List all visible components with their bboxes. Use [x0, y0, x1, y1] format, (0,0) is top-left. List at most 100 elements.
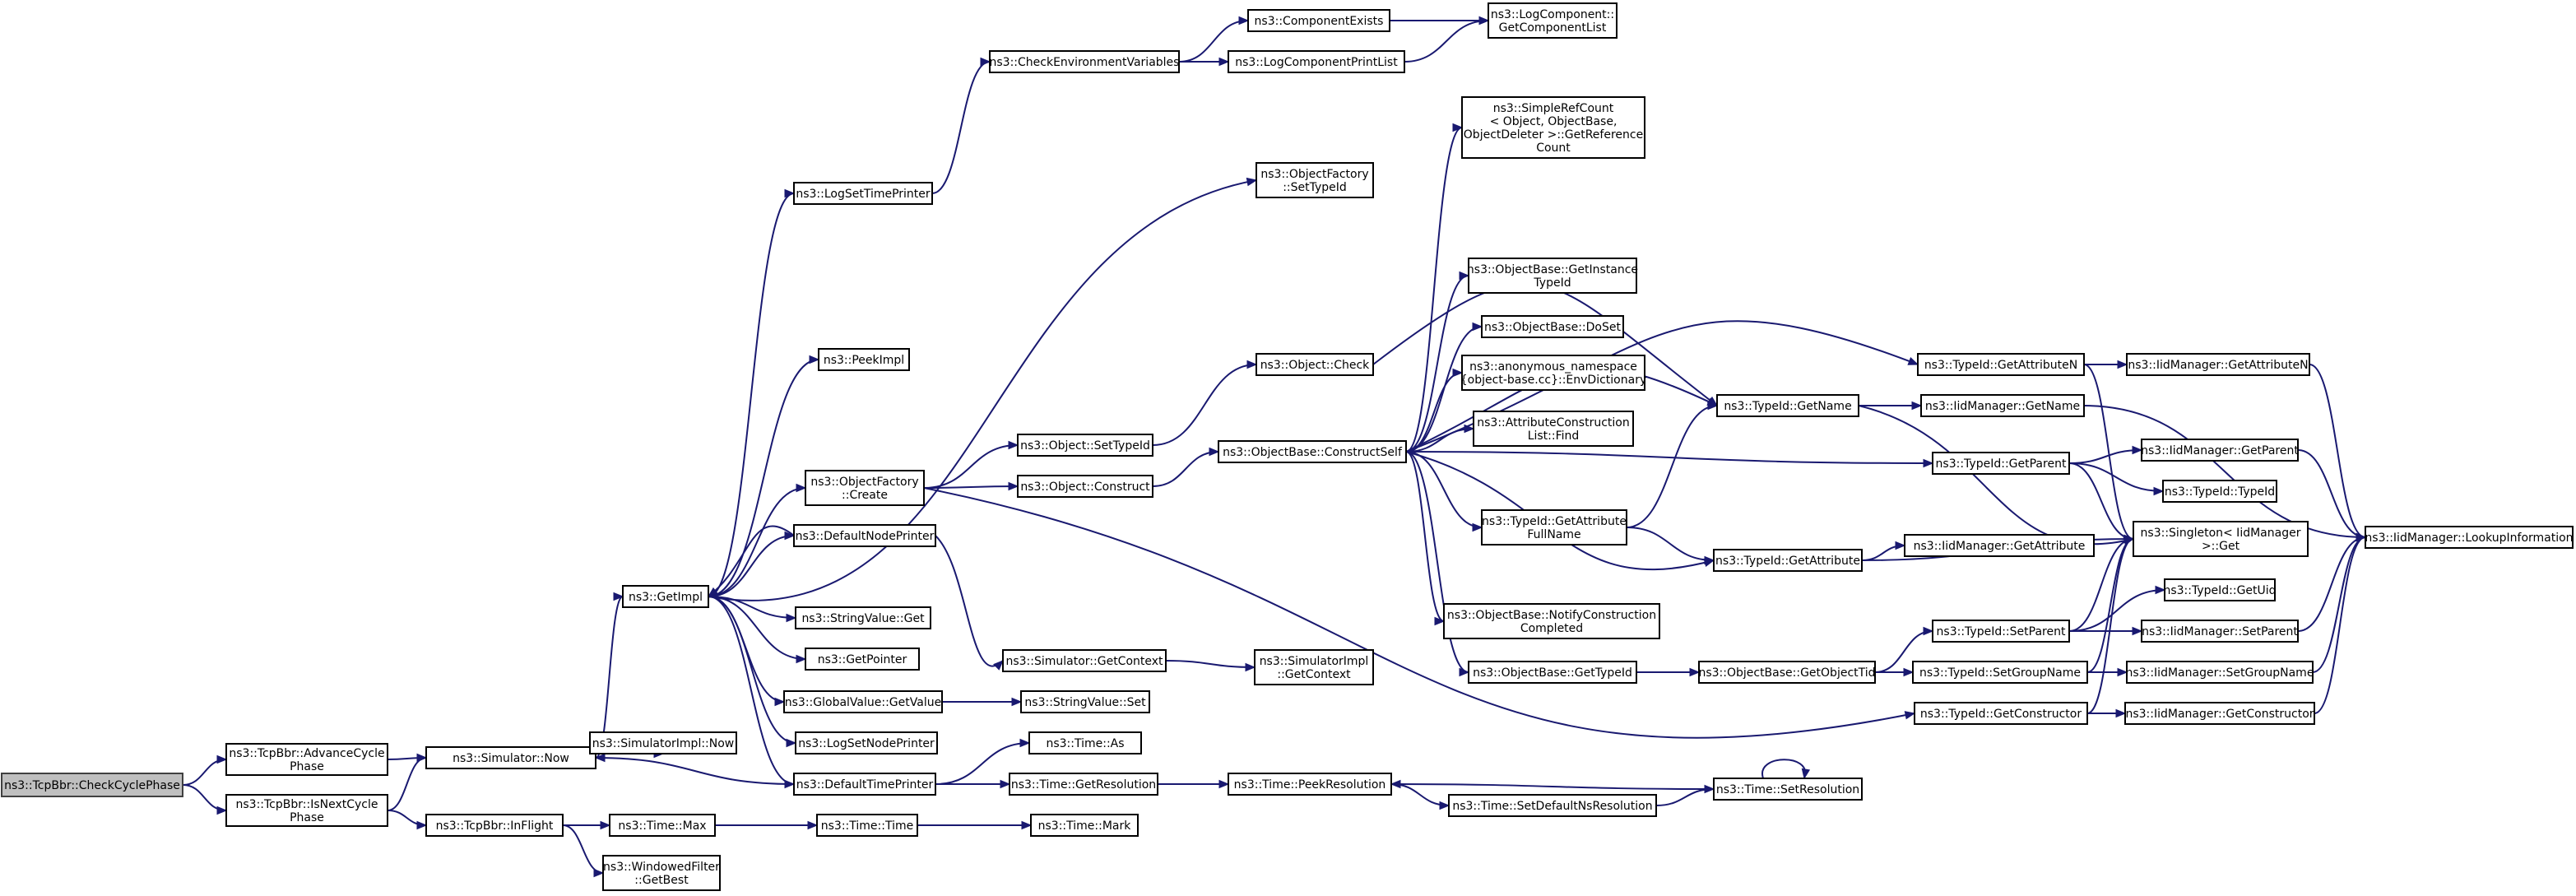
node-anonenv[interactable]: ns3::anonymous_namespace{object-base.cc}… [1460, 355, 1646, 391]
node-box [793, 182, 933, 205]
node-objfsettypeid[interactable]: ns3::ObjectFactory::SetTypeId [1256, 162, 1374, 198]
node-simgetctx[interactable]: ns3::Simulator::GetContext [1002, 649, 1167, 672]
node-logsetnode[interactable]: ns3::LogSetNodePrinter [795, 731, 938, 754]
node-tidgetparent[interactable]: ns3::TypeId::GetParent [1932, 452, 2070, 475]
node-box [1448, 794, 1657, 817]
node-timetime[interactable]: ns3::Time::Time [816, 814, 918, 837]
node-peekimpl[interactable]: ns3::PeekImpl [818, 348, 910, 371]
node-iidgetattrn[interactable]: ns3::IidManager::GetAttributeN [2126, 353, 2310, 376]
node-label: ns3::TypeId::GetName [1724, 400, 1851, 413]
node-iidsetparent[interactable]: ns3::IidManager::SetParent [2141, 620, 2299, 643]
edge-getimpl-to-objfsettypeid [708, 177, 1258, 601]
node-logcompprint[interactable]: ns3::LogComponentPrintList [1228, 50, 1405, 73]
node-iidlookup[interactable]: ns3::IidManager::LookupInformation [2365, 526, 2574, 549]
node-singleton[interactable]: ns3::Singleton< IidManager >::Get [2133, 521, 2309, 557]
node-label: ns3::Object::Check [1260, 359, 1370, 372]
node-getimpl[interactable]: ns3::GetImpl [622, 585, 709, 608]
node-timemark[interactable]: ns3::Time::Mark [1030, 814, 1139, 837]
node-defnode[interactable]: ns3::DefaultNodePrinter [793, 524, 936, 547]
node-strget[interactable]: ns3::StringValue::Get [795, 606, 931, 629]
node-timeas[interactable]: ns3::Time::As [1028, 731, 1142, 754]
node-simplerefcount[interactable]: ns3::SimpleRefCount< Object, ObjectBase,… [1461, 96, 1645, 159]
edge-line [1152, 451, 1219, 487]
edge-arrowhead [796, 483, 807, 493]
node-timegetres[interactable]: ns3::Time::GetResolution [1009, 773, 1158, 796]
node-inflight[interactable]: ns3::TcpBbr::InFlight [425, 814, 564, 837]
node-timesetres[interactable]: ns3::Time::SetResolution [1713, 778, 1863, 801]
node-obdoset[interactable]: ns3::ObjectBase::DoSet [1481, 315, 1624, 338]
node-tidsetgroup[interactable]: ns3::TypeId::SetGroupName [1912, 661, 2088, 684]
edge-obgettypeid-to-obgetobjtid [1636, 667, 1701, 677]
node-objconstruct[interactable]: ns3::Object::Construct [1017, 475, 1153, 498]
node-iidgetattr[interactable]: ns3::IidManager::GetAttribute [1904, 534, 2095, 557]
node-iidgetctor[interactable]: ns3::IidManager::GetConstructor [2124, 702, 2315, 725]
node-objfcreate[interactable]: ns3::ObjectFactory::Create [805, 470, 925, 506]
node-simimplnow[interactable]: ns3::SimulatorImpl::Now [589, 731, 737, 754]
edge-tidgetname-to-singleton [1858, 405, 2135, 545]
edge-arrowhead [1923, 458, 1934, 468]
node-deftime[interactable]: ns3::DefaultTimePrinter [793, 773, 936, 796]
node-iidsetgroup[interactable]: ns3::IidManager::SetGroupName [2126, 661, 2314, 684]
node-checkenv[interactable]: ns3::CheckEnvironmentVariables [989, 50, 1180, 73]
node-gvget[interactable]: ns3::GlobalValue::GetValue [783, 690, 943, 713]
node-tidgetattrn[interactable]: ns3::TypeId::GetAttributeN [1917, 353, 2085, 376]
node-obconstructself[interactable]: ns3::ObjectBase::ConstructSelf [1218, 440, 1407, 463]
edge-isnext-to-simnow [387, 753, 428, 811]
node-strset[interactable]: ns3::StringValue::Set [1020, 690, 1150, 713]
node-timemax[interactable]: ns3::Time::Max [609, 814, 716, 837]
node-simnow[interactable]: ns3::Simulator::Now [425, 746, 596, 769]
node-box [795, 731, 938, 754]
edge-arrowhead [993, 660, 1004, 671]
node-label: ns3::TypeId::SetParent [1937, 625, 2066, 638]
edge-arrowhead [707, 587, 719, 597]
edge-arrowhead [774, 697, 786, 707]
node-label: ns3::IidManager::LookupInformation [2365, 532, 2573, 545]
node-box [805, 470, 925, 506]
node-tidtypeid[interactable]: ns3::TypeId::TypeId [2162, 480, 2277, 503]
edge-logcompprint-to-logcompgetlist [1404, 16, 1490, 63]
node-checkcycle[interactable]: ns3::TcpBbr::CheckCyclePhase [1, 773, 183, 797]
edge-arrowhead [2117, 360, 2128, 369]
edge-tidgetparent-to-iidgetparent [2068, 445, 2143, 464]
node-tidgetname[interactable]: ns3::TypeId::GetName [1716, 394, 1859, 417]
node-wingetbest[interactable]: ns3::WindowedFilter::GetBest [602, 855, 721, 891]
edge-arrowhead [1238, 16, 1250, 26]
node-label: ns3::DefaultTimePrinter [796, 778, 934, 792]
node-tidgetuid[interactable]: ns3::TypeId::GetUid [2163, 578, 2277, 601]
edge-arrowhead [2115, 708, 2127, 718]
node-label: ns3::TypeId::TypeId [2165, 485, 2275, 499]
node-objcheck[interactable]: ns3::Object::Check [1256, 353, 1374, 376]
node-getptr[interactable]: ns3::GetPointer [805, 648, 920, 671]
edge-line [2068, 449, 2142, 464]
node-tidgetattr[interactable]: ns3::TypeId::GetAttribute [1713, 549, 1863, 572]
node-obgetobjtid[interactable]: ns3::ObjectBase::GetObjectTid [1698, 661, 1876, 684]
node-iidgetparent[interactable]: ns3::IidManager::GetParent [2141, 439, 2299, 462]
node-tidsetparent[interactable]: ns3::TypeId::SetParent [1932, 620, 2070, 643]
node-box [1713, 778, 1863, 801]
node-timesetdefns[interactable]: ns3::Time::SetDefaultNsResolution [1448, 794, 1657, 817]
node-tidgetctor[interactable]: ns3::TypeId::GetConstructor [1914, 702, 2088, 725]
node-obgettypeid[interactable]: ns3::ObjectBase::GetTypeId [1468, 661, 1637, 684]
node-label: ::Create [842, 489, 888, 502]
node-box [1, 773, 183, 797]
node-logcompgetlist[interactable]: ns3::LogComponent::GetComponentList [1488, 2, 1618, 39]
node-timepeekres[interactable]: ns3::Time::PeekResolution [1228, 773, 1392, 796]
node-label: ns3::Simulator::GetContext [1005, 655, 1163, 668]
node-objsettypeid[interactable]: ns3::Object::SetTypeId [1017, 434, 1153, 457]
node-iidgetname[interactable]: ns3::IidManager::GetName [1920, 394, 2085, 417]
node-logsettime[interactable]: ns3::LogSetTimePrinter [793, 182, 933, 205]
edge-arrowhead [593, 868, 605, 878]
node-box [1932, 452, 2070, 475]
edge-arrowhead [1439, 801, 1450, 810]
edge-arrowhead [786, 738, 797, 748]
node-label: ns3::Time::SetDefaultNsResolution [1452, 800, 1652, 813]
node-simimplgetctx[interactable]: ns3::SimulatorImpl::GetContext [1254, 649, 1374, 685]
node-box [1488, 2, 1618, 39]
node-compexists[interactable]: ns3::ComponentExists [1247, 9, 1390, 32]
node-obnotify[interactable]: ns3::ObjectBase::NotifyConstructionCompl… [1443, 603, 1660, 639]
